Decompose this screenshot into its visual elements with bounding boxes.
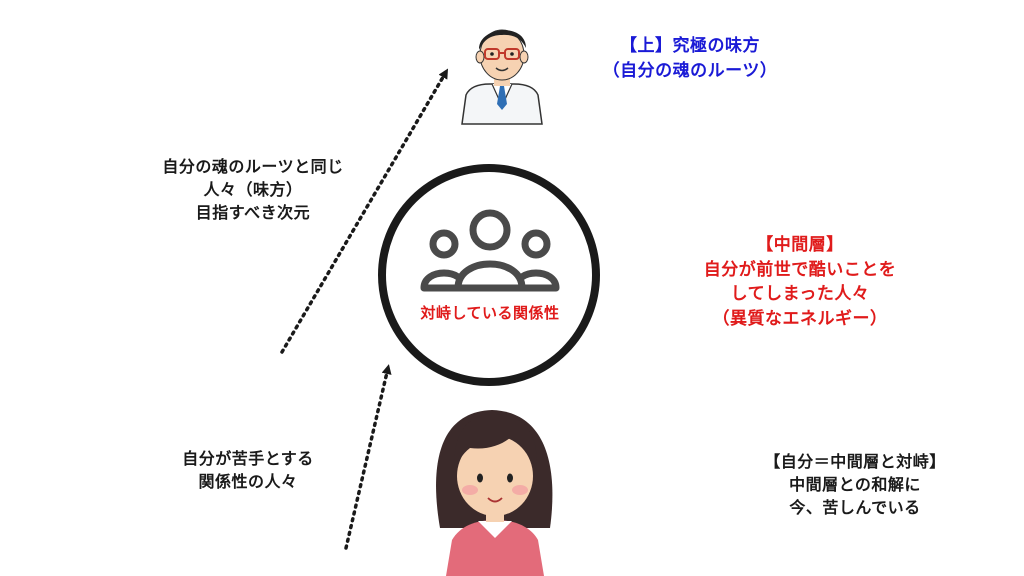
label-self-confronting: 【自分＝中間層と対峙】 中間層との和解に 今、苦しんでいる (730, 450, 980, 520)
label-line: 自分の魂のルーツと同じ (162, 157, 344, 176)
label-line: 【中間層】 (756, 235, 844, 255)
label-line: 目指すべき次元 (195, 203, 311, 223)
label-line: 関係性の人々 (198, 472, 298, 492)
label-line: 自分が苦手とする (182, 449, 314, 468)
circle-caption: 対峙している関係性 (420, 304, 560, 322)
label-ultimate-ally: 【上】究極の味方 （自分の魂のルーツ） (570, 34, 810, 83)
label-soul-roots-people: 自分の魂のルーツと同じ 人々（味方） 目指すべき次元 (128, 155, 378, 225)
doctor-icon (461, 29, 543, 125)
label-difficult-people: 自分が苦手とする 関係性の人々 (138, 447, 358, 493)
label-line: 人々（味方） (203, 180, 303, 200)
label-middle-layer: 【中間層】 自分が前世で酷いことを してしまった人々 （異質なエネルギー） (650, 233, 950, 332)
label-line: 今、苦しんでいる (789, 498, 921, 518)
label-line: 中間層との和解に (789, 475, 921, 495)
arrow-upper (280, 68, 449, 354)
label-line: してしまった人々 (730, 284, 870, 305)
arrow-lower (344, 364, 392, 550)
label-line: （異質なエネルギー） (712, 308, 888, 329)
label-line: 【上】究極の味方 (620, 36, 760, 56)
people-group-icon (420, 209, 560, 292)
label-line: （自分の魂のルーツ） (602, 60, 778, 81)
label-line: 自分が前世で酷いことを (703, 259, 897, 280)
woman-icon (436, 410, 553, 576)
label-line: 【自分＝中間層と対峙】 (764, 452, 946, 471)
